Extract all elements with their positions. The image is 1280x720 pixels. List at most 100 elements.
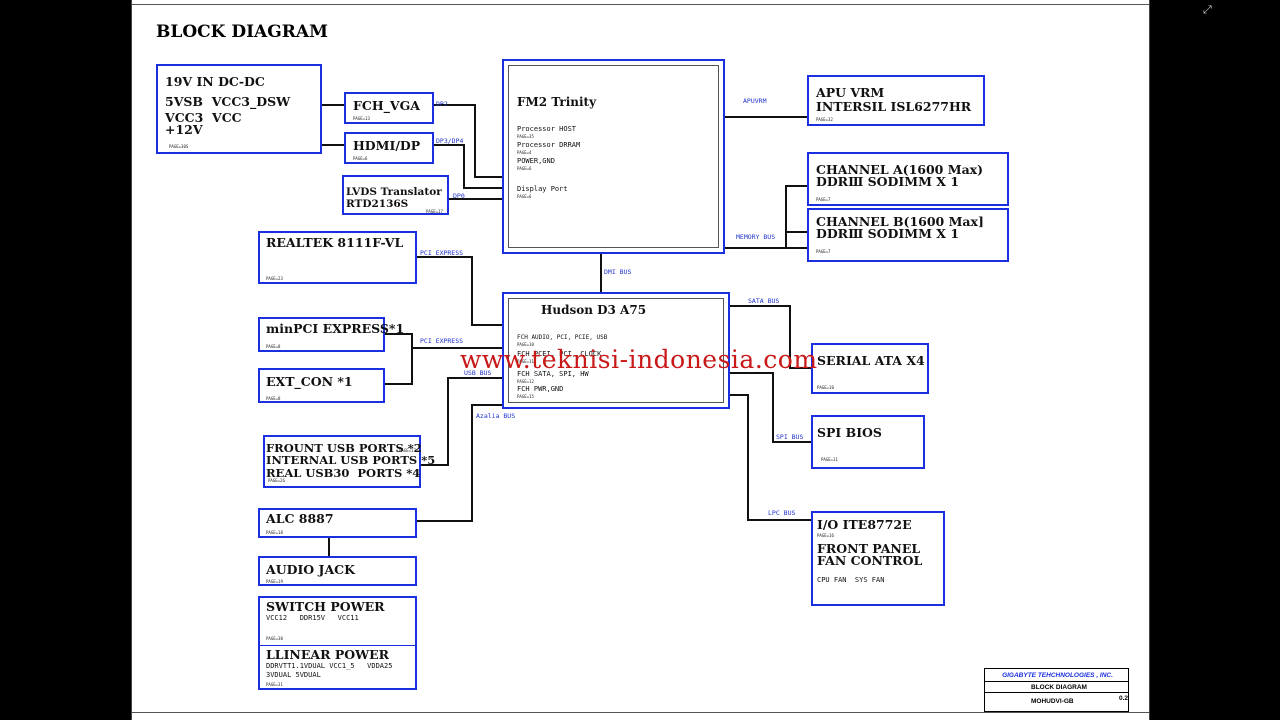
block-label: LVDS Translator: [346, 186, 442, 198]
bus-label-sata: SATA BUS: [748, 297, 780, 305]
ext-con-block: EXT_CON *1 PAGE=8: [258, 368, 385, 403]
bus-label-dmi: DMI BUS: [604, 268, 632, 276]
block-label: REALTEK 8111F-VL: [266, 235, 404, 250]
block-label: LLINEAR POWER: [266, 647, 390, 662]
page-ref: PAGE=19: [266, 579, 283, 584]
bus-label-lpc: LPC BUS: [768, 509, 796, 517]
block-item: FCH AUDIO, PCI, PCIE, USB: [517, 334, 608, 341]
audio-jack-block: AUDIO JACK PAGE=19: [258, 556, 417, 586]
block-label: INTERSIL ISL6277HR: [816, 99, 972, 114]
page-ref: PAGE=13: [353, 116, 370, 121]
block-label: APU VRM: [816, 85, 885, 100]
watermark: www.teknisi-indonesia.com: [460, 345, 818, 374]
diagram-title: BLOCK DIAGRAM: [156, 22, 328, 42]
spi-bios-block: SPI BIOS PAGE=11: [811, 415, 925, 469]
page-ref: PAGE=31: [266, 682, 283, 687]
page-ref: PAGE=32: [816, 117, 833, 122]
block-label: FROUNT USB PORTS *2: [266, 441, 422, 455]
page-ref: PAGE=4: [517, 150, 532, 155]
block-item: FCH PCEI, PCI, CLOCK: [517, 350, 602, 358]
page-ref: PAGE=8: [266, 396, 281, 401]
page-ref: PAGE=15: [517, 394, 534, 399]
block-label: +12V: [165, 122, 203, 137]
wire-spi: [729, 372, 812, 443]
hdmi-dp-block: HDMI/DP PAGE=6: [344, 132, 434, 164]
page-ref: PAGE=10: [817, 385, 834, 390]
block-item: Processor DRRAM: [517, 141, 581, 149]
page-ref: PAGE=17: [399, 448, 416, 453]
block-label: DDRⅢ SODIMM X 1: [816, 226, 960, 241]
wire-usb: [420, 377, 504, 466]
alc-8887-block: ALC 8887 PAGE=18: [258, 508, 417, 538]
realtek-block: REALTEK 8111F-VL PAGE=23: [258, 231, 417, 284]
page-ref: PAGE=6: [517, 194, 532, 199]
page-ref: PAGE=30S: [169, 144, 189, 149]
block-item: DDRVTT1.1VDUAL VCC1_5 VDDA25: [266, 662, 393, 670]
block-label: FRONT PANEL: [817, 541, 921, 556]
revision: 0.2: [1119, 695, 1129, 702]
block-label: RTD2136S: [346, 198, 409, 210]
wire-sata: [729, 305, 812, 369]
block-item: VCC12 DDR15V VCC11: [266, 614, 359, 622]
wire-pci2: [384, 333, 413, 385]
page-ref: PAGE=6: [353, 156, 368, 161]
switch-power-block: SWITCH POWER VCC12 DDR15V VCC11 PAGE=30 …: [258, 596, 417, 690]
block-label: minPCI EXPRESS*1: [266, 321, 405, 336]
bus-label-apuvrm: APUVRM: [743, 97, 767, 105]
block-label: INTERNAL USB PORTS *5: [266, 453, 436, 467]
page-ref: PAGE=26: [268, 478, 285, 483]
page-ref: PAGE=23: [266, 276, 283, 281]
bus-label-spi: SPI BUS: [776, 433, 804, 441]
company-name: GIGABYTE TEHCHNOLOGIES , INC.: [1002, 672, 1113, 679]
page-ref: PAGE=6: [517, 166, 532, 171]
block-label: ALC 8887: [266, 511, 334, 526]
bus-label-pci-express: PCI EXPRESS: [420, 249, 464, 257]
page-ref: PAGE=35: [517, 134, 534, 139]
bus-label-dp2: DP2: [436, 100, 448, 108]
block-item: Display Port: [517, 185, 568, 193]
sheet-title: BLOCK DIAGRAM: [1031, 684, 1087, 691]
power-input-block: 19V IN DC-DC 5VSB VCC3_DSW VCC3 VCC +12V…: [156, 64, 322, 154]
block-label: REAL USB30 PORTS *4: [266, 466, 421, 480]
block-label: FAN CONTROL: [817, 553, 923, 568]
block-label: EXT_CON *1: [266, 374, 353, 389]
block-label: SPI BIOS: [817, 425, 882, 440]
block-label: SERIAL ATA X4: [817, 353, 925, 368]
schematic-sheet: BLOCK DIAGRAM: [131, 0, 1150, 720]
page-ref: PAGE=30: [266, 636, 283, 641]
apu-vrm-block: APU VRM INTERSIL ISL6277HR PAGE=32: [807, 75, 985, 126]
page-ref: PAGE=12: [517, 379, 534, 384]
block-label: HDMI/DP: [353, 138, 421, 153]
fm2-trinity-block: FM2 Trinity Processor HOST PAGE=35 Proce…: [502, 59, 725, 254]
page-ref: PAGE=10: [517, 342, 534, 347]
block-item: CPU FAN SYS FAN: [817, 576, 885, 584]
page-ref: PAGE=18: [266, 530, 283, 535]
bus-wires: [320, 104, 812, 557]
channel-a-block: CHANNEL A(1600 Max) DDRⅢ SODIMM X 1 PAGE…: [807, 152, 1009, 206]
block-label: AUDIO JACK: [266, 562, 355, 577]
wire-mem-a: [785, 185, 808, 248]
block-label: 19V IN DC-DC: [165, 74, 265, 89]
page-ref: PAGE=11: [821, 457, 838, 462]
block-item: FCH PWR,GND: [517, 385, 564, 393]
block-label: 5VSB VCC3_DSW: [165, 94, 291, 109]
block-label: CHANNEL A(1600 Max): [816, 162, 984, 177]
page-ref: PAGE=17: [426, 209, 443, 214]
fch-vga-block: FCH_VGA PAGE=13: [344, 92, 434, 124]
bus-label-dp0: DP0: [453, 192, 465, 200]
block-item: FCH SATA, SPI, HW: [517, 370, 589, 378]
block-title: Hudson D3 A75: [541, 303, 647, 317]
page-ref: PAGE=7: [816, 249, 831, 254]
io-ite8772e-block: I/O ITE8772E PAGE=16 FRONT PANEL FAN CON…: [811, 511, 945, 606]
channel-b-block: CHANNEL B(1600 Max] DDRⅢ SODIMM X 1 PAGE…: [807, 208, 1009, 262]
block-label: VCC3 VCC: [165, 110, 242, 125]
model-name: MOHUDVI-GB: [1031, 698, 1074, 705]
block-label: FCH_VGA: [353, 98, 420, 113]
block-item: POWER,GND: [517, 157, 555, 165]
fullscreen-icon[interactable]: ⤢: [1203, 3, 1212, 16]
page-ref: PAGE=7: [816, 197, 831, 202]
bus-label-dp34: DP3/DP4: [436, 137, 464, 145]
title-block: GIGABYTE TEHCHNOLOGIES , INC. BLOCK DIAG…: [984, 668, 1129, 712]
lvds-translator-block: LVDS Translator RTD2136S PAGE=17: [342, 175, 449, 215]
block-label: SWITCH POWER: [266, 599, 385, 614]
